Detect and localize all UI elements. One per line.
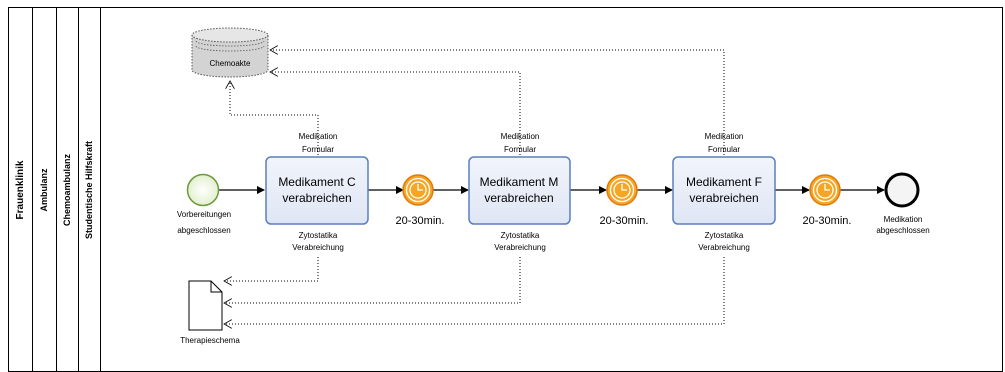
timer-event-1[interactable] — [402, 174, 434, 206]
task-label-line2: verabreichen — [689, 191, 758, 205]
end-event-label-line2: abgeschlossen — [876, 226, 929, 235]
start-event-label-line1: Vorbereitungen — [177, 210, 231, 219]
task-medikament-c[interactable]: Medikation Formular Medikament C verabre… — [265, 132, 369, 252]
task-output-label: Verabreichung — [292, 243, 344, 252]
task-label-line2: verabreichen — [484, 191, 553, 205]
associations-data-store — [230, 50, 725, 155]
task-output-label: Zytostatika — [299, 231, 338, 240]
end-event-label-line1: Medikation — [884, 215, 923, 224]
task-input-label: Formular — [708, 145, 740, 154]
data-store-label: Chemoakte — [210, 59, 251, 68]
timer-label: 20-30min. — [600, 215, 649, 227]
document-label: Therapieschema — [180, 336, 240, 345]
lane-label-studentische-hilfskraft: Studentische Hilfskraft — [84, 141, 94, 239]
timer-event-3[interactable] — [809, 174, 841, 206]
start-event-label-line2: abgeschlossen — [177, 226, 230, 235]
task-output-label: Zytostatika — [705, 231, 744, 240]
task-input-label: Formular — [504, 145, 536, 154]
task-input-label: Medikation — [501, 132, 540, 141]
lane-label-ambulanz: Ambulanz — [39, 168, 49, 212]
start-event[interactable] — [186, 173, 220, 207]
document-therapieschema[interactable]: Therapieschema — [180, 280, 240, 345]
task-input-label: Formular — [302, 145, 334, 154]
task-output-label: Verabreichung — [698, 243, 750, 252]
associations-document — [224, 257, 725, 324]
task-medikament-m[interactable]: Medikation Formular Medikament M verabre… — [468, 132, 571, 252]
timer-label: 20-30min. — [803, 215, 852, 227]
task-output-label: Verabreichung — [494, 243, 546, 252]
task-input-label: Medikation — [705, 132, 744, 141]
timer-label: 20-30min. — [396, 215, 445, 227]
task-input-label: Medikation — [299, 132, 338, 141]
task-output-label: Zytostatika — [501, 231, 540, 240]
task-label-line1: Medikament M — [480, 175, 559, 189]
end-event[interactable] — [884, 172, 920, 208]
task-label-line1: Medikament C — [278, 175, 356, 189]
data-store-chemoakte[interactable]: Chemoakte — [191, 27, 269, 78]
task-medikament-f[interactable]: Medikation Formular Medikament F verabre… — [672, 132, 776, 252]
task-label-line1: Medikament F — [686, 175, 762, 189]
task-label-line2: verabreichen — [282, 191, 351, 205]
lane-label-chemoambulanz: Chemoambulanz — [62, 153, 72, 226]
timer-event-2[interactable] — [606, 174, 638, 206]
pool-label: Frauenklinik — [15, 160, 26, 219]
